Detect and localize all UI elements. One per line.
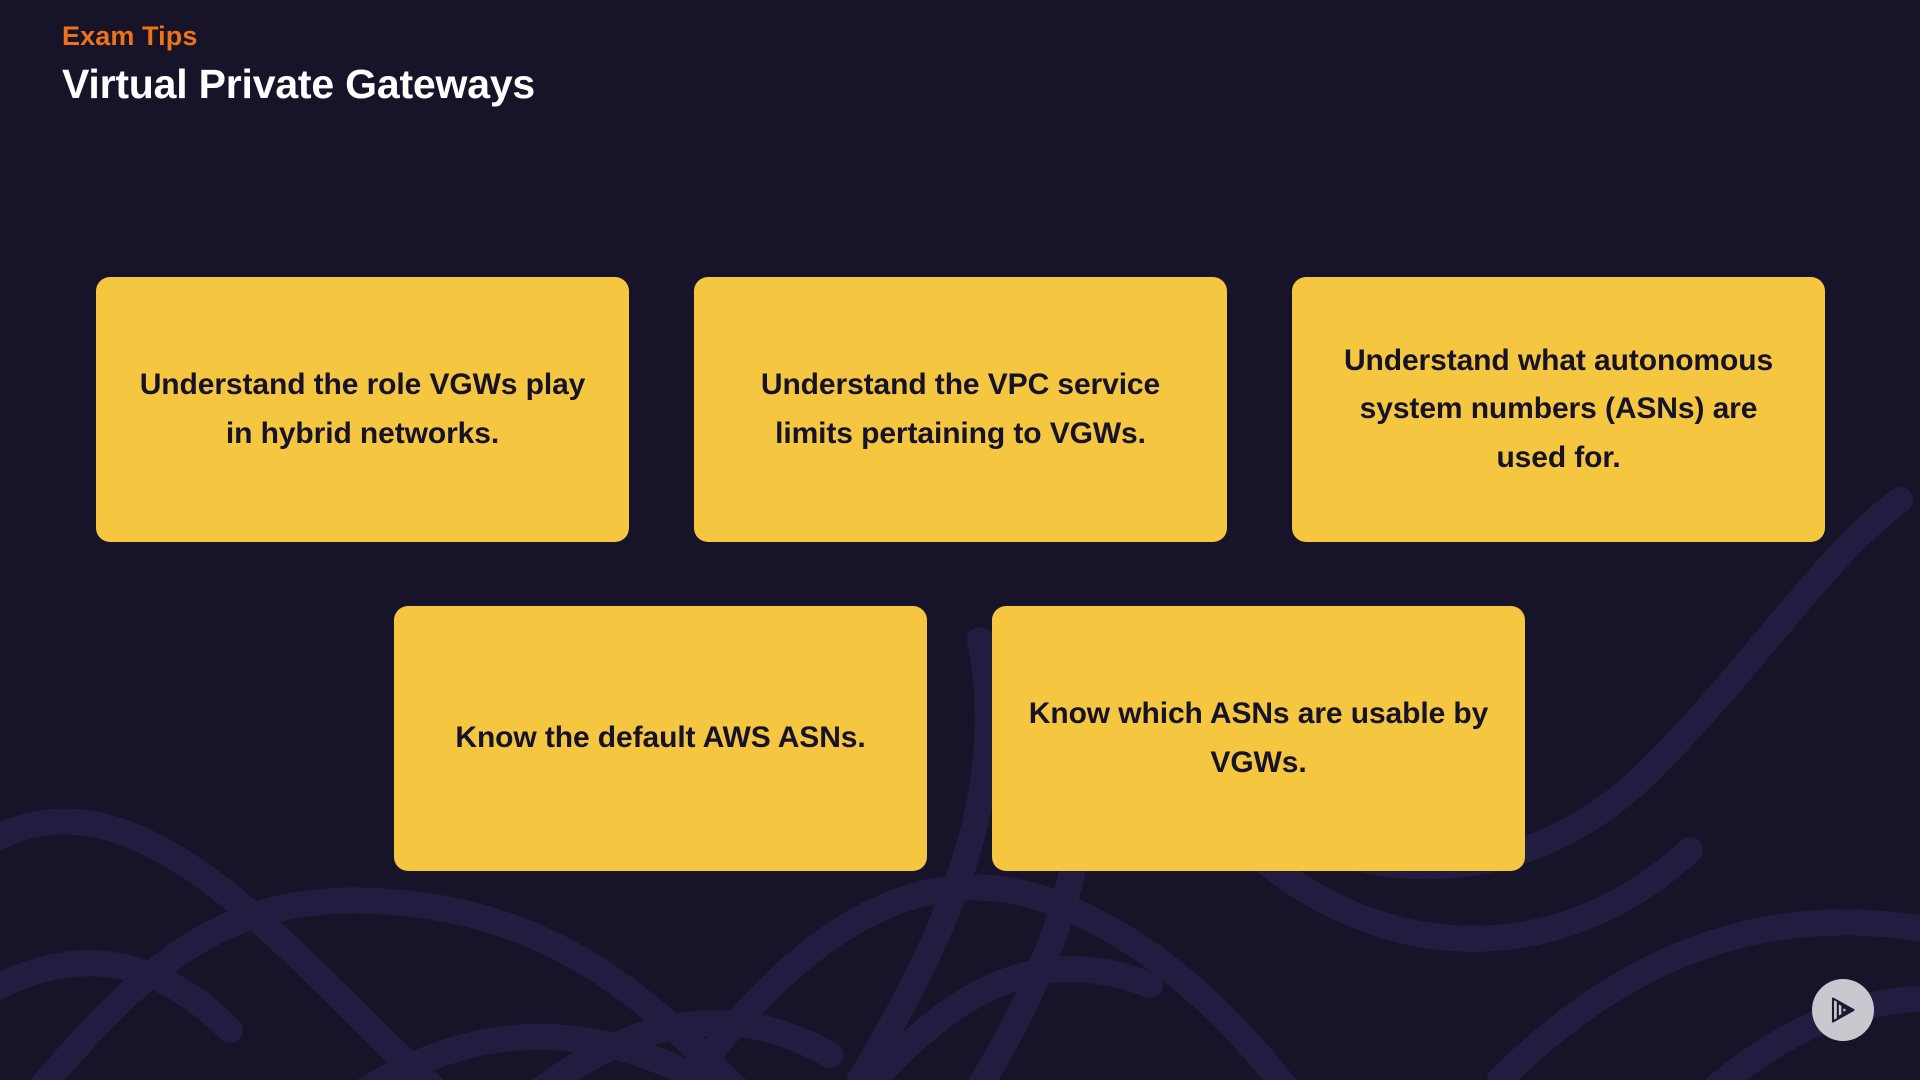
tip-card[interactable]: Know the default AWS ASNs. (394, 606, 927, 871)
tip-card[interactable]: Understand the VPC service limits pertai… (694, 277, 1227, 542)
tip-card-text: Understand the role VGWs play in hybrid … (139, 367, 586, 450)
tip-card[interactable]: Understand what autonomous system number… (1292, 277, 1825, 542)
tip-card[interactable]: Know which ASNs are usable by VGWs. (992, 606, 1525, 871)
tip-card-text: Understand what autonomous system number… (1343, 343, 1774, 474)
tip-card-text: Know which ASNs are usable by VGWs. (1028, 696, 1489, 779)
eyebrow-label: Exam Tips (62, 21, 198, 51)
tip-card[interactable]: Understand the role VGWs play in hybrid … (96, 277, 629, 542)
slide-header: Exam Tips Virtual Private Gateways (62, 20, 535, 109)
tip-card-text: Know the default AWS ASNs. (455, 721, 866, 755)
brand-play-badge[interactable] (1812, 979, 1874, 1041)
tip-card-text: Understand the VPC service limits pertai… (760, 367, 1161, 450)
page-title: Virtual Private Gateways (62, 60, 536, 107)
play-triangle-icon (1831, 997, 1855, 1023)
